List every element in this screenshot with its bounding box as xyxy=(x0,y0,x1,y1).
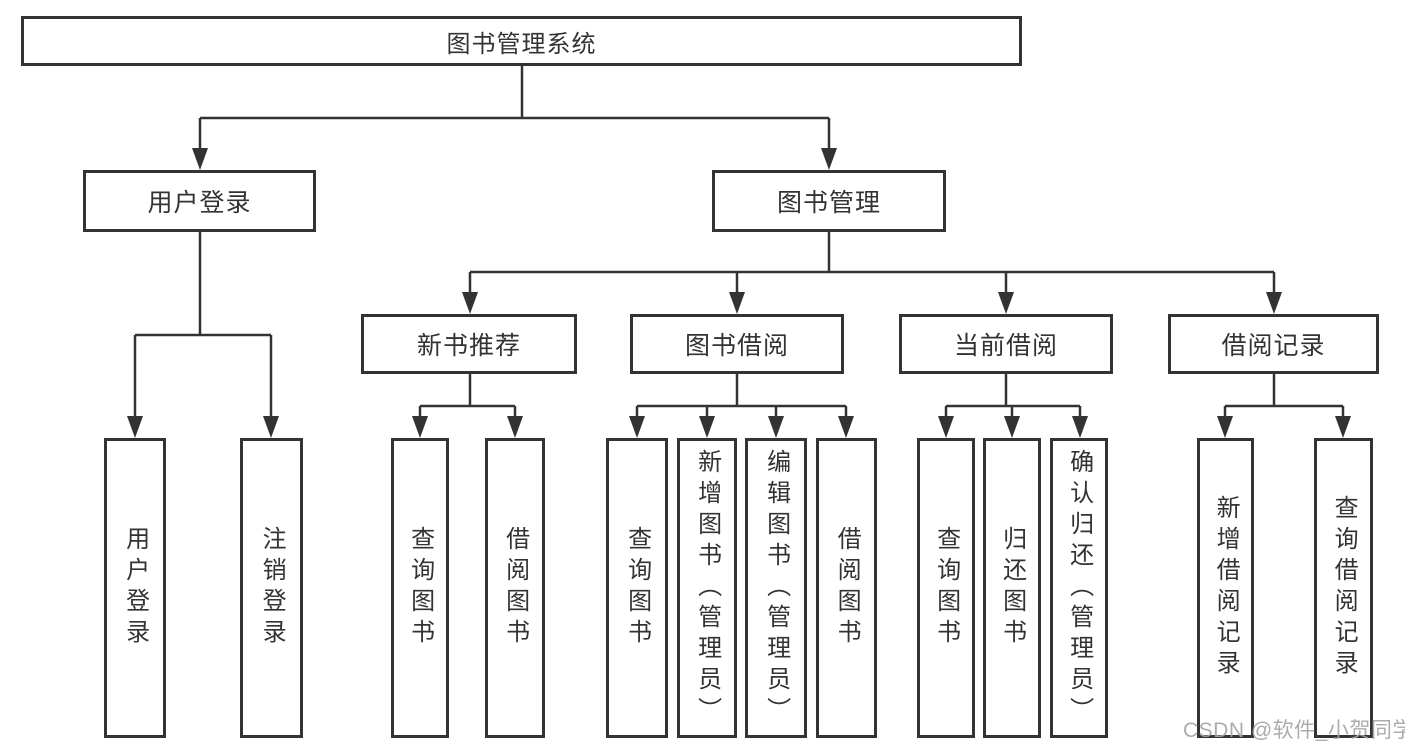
connector-book-borrow-branch xyxy=(635,374,848,420)
leaf-label: 查询图书 xyxy=(623,526,651,650)
arrow-down-icon xyxy=(462,292,478,314)
arrow-down-icon xyxy=(192,148,208,170)
leaf-query-borrow-record: 查询借阅记录 xyxy=(1314,438,1373,738)
connector-new-books-branch xyxy=(418,374,517,420)
leaf-label: 借阅图书 xyxy=(833,526,861,650)
connector-borrow-records-branch xyxy=(1223,374,1345,420)
leaf-label: 编辑图书（管理员） xyxy=(762,448,790,728)
leaf-label: 借阅图书 xyxy=(501,526,529,650)
leaf-label: 新增借阅记录 xyxy=(1212,495,1240,681)
leaf-label: 确认归还（管理员） xyxy=(1065,448,1093,728)
leaf-edit-books-admin: 编辑图书（管理员） xyxy=(745,438,807,738)
node-system-root: 图书管理系统 xyxy=(21,16,1022,66)
leaf-label: 查询借阅记录 xyxy=(1330,495,1358,681)
leaf-borrow-books: 借阅图书 xyxy=(816,438,877,738)
node-book-borrowing: 图书借阅 xyxy=(630,314,844,374)
arrow-down-icon xyxy=(1217,416,1233,438)
arrow-down-icon xyxy=(412,416,428,438)
arrow-down-icon xyxy=(768,416,784,438)
leaf-add-borrow-record: 新增借阅记录 xyxy=(1197,438,1254,738)
arrow-down-icon xyxy=(507,416,523,438)
arrow-down-icon xyxy=(938,416,954,438)
connector-current-borrow-branch xyxy=(944,374,1082,420)
node-borrowing-records: 借阅记录 xyxy=(1168,314,1379,374)
leaf-return-books: 归还图书 xyxy=(983,438,1041,738)
leaf-label: 归还图书 xyxy=(998,526,1026,650)
arrow-down-icon xyxy=(821,148,837,170)
arrow-down-icon xyxy=(1072,416,1088,438)
leaf-label: 新增图书（管理员） xyxy=(693,448,721,728)
arrow-down-icon xyxy=(729,292,745,314)
leaf-add-books-admin: 新增图书（管理员） xyxy=(677,438,737,738)
leaf-query-books: 查询图书 xyxy=(391,438,449,738)
arrow-down-icon xyxy=(699,416,715,438)
leaf-label: 注销登录 xyxy=(258,526,286,650)
node-new-book-recommend: 新书推荐 xyxy=(361,314,577,374)
arrow-down-icon xyxy=(998,292,1014,314)
connector-root-to-level2 xyxy=(198,66,831,150)
connector-user-login-branch xyxy=(133,232,273,420)
leaf-label: 用户登录 xyxy=(121,526,149,650)
csdn-watermark: CSDN @软件_小贺同学 xyxy=(1183,719,1405,742)
leaf-confirm-return-admin: 确认归还（管理员） xyxy=(1050,438,1108,738)
arrow-down-icon xyxy=(263,416,279,438)
connector-book-mgmt-branch xyxy=(468,232,1276,296)
leaf-user-login: 用户登录 xyxy=(104,438,166,738)
arrow-down-icon xyxy=(1004,416,1020,438)
arrow-down-icon xyxy=(629,416,645,438)
arrowheads xyxy=(127,148,1351,438)
leaf-query-books: 查询图书 xyxy=(606,438,668,738)
leaf-borrow-books: 借阅图书 xyxy=(485,438,545,738)
node-current-borrowing: 当前借阅 xyxy=(899,314,1113,374)
arrow-down-icon xyxy=(1266,292,1282,314)
arrow-down-icon xyxy=(1335,416,1351,438)
leaf-label: 查询图书 xyxy=(406,526,434,650)
node-book-management: 图书管理 xyxy=(712,170,946,232)
arrow-down-icon xyxy=(838,416,854,438)
leaf-query-books: 查询图书 xyxy=(917,438,975,738)
node-user-login: 用户登录 xyxy=(83,170,316,232)
leaf-label: 查询图书 xyxy=(932,526,960,650)
leaf-logout: 注销登录 xyxy=(240,438,303,738)
arrow-down-icon xyxy=(127,416,143,438)
